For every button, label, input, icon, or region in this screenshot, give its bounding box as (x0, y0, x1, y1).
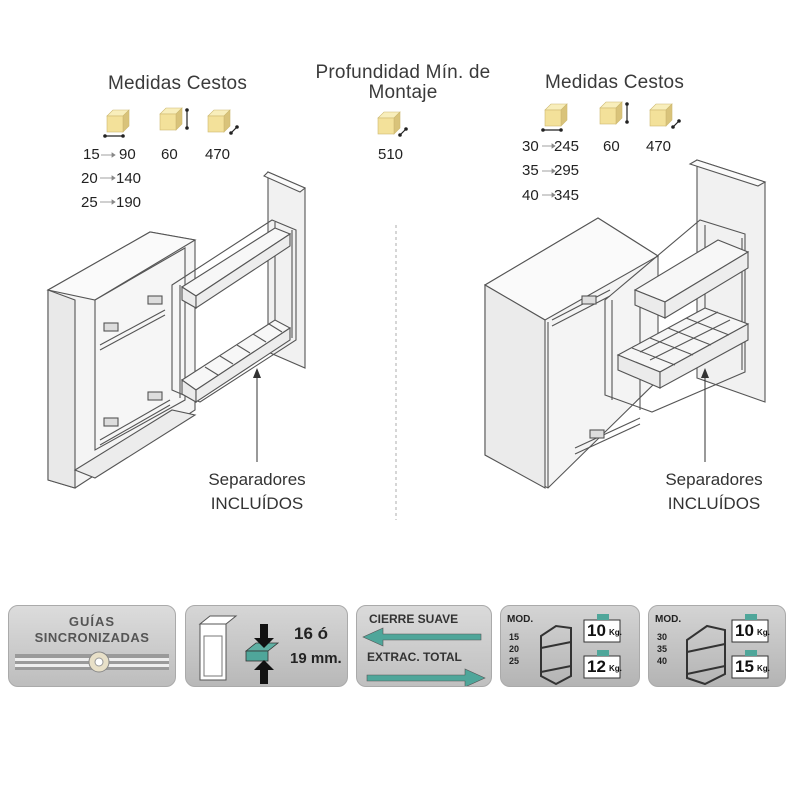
top-load-value: 10 (735, 621, 754, 640)
soft-close-badge: CIERRE SUAVE EXTRAC. TOTAL (356, 605, 492, 687)
full-extension-label: EXTRAC. TOTAL (367, 650, 462, 664)
model-number: 40 (657, 656, 668, 666)
right-depth-value: 470 (646, 138, 672, 155)
right-heading: Medidas Cestos (545, 72, 685, 93)
right-width-value: 30 (522, 138, 539, 155)
left-basket-value: 190 (116, 194, 142, 211)
depth-cube-icon (649, 103, 681, 129)
right-separators-included: INCLUÍDOS (667, 494, 761, 513)
guides-line2: SINCRONIZADAS (34, 630, 150, 645)
right-width-value: 40 (522, 187, 539, 204)
load-unit: Kg. (757, 628, 770, 637)
model-number: 35 (657, 644, 668, 654)
left-width-value: 25 (81, 194, 98, 211)
right-height-value: 60 (603, 138, 620, 155)
center-heading-line2: Montaje (368, 82, 438, 103)
left-heading: Medidas Cestos (108, 73, 248, 94)
load-unit: Kg. (609, 628, 622, 637)
mod-label: MOD. (655, 614, 682, 625)
left-cabinet-drawing (46, 171, 307, 489)
center-depth-value: 510 (378, 146, 404, 163)
load-unit: Kg. (609, 664, 622, 673)
guide-rail-icon (15, 651, 169, 673)
height-cube-icon (159, 107, 189, 131)
top-load-value: 10 (587, 621, 606, 640)
depth-cube-icon (377, 111, 408, 137)
width-cube-icon (541, 103, 568, 132)
model-number: 20 (509, 644, 520, 654)
soft-close-arrows-icon (362, 627, 486, 686)
bottom-load-value: 15 (735, 657, 754, 676)
thickness-value2: 19 mm. (290, 650, 342, 667)
left-width-value: 20 (81, 170, 98, 187)
left-depth-value: 470 (205, 146, 231, 163)
left-basket-value: 90 (119, 146, 136, 163)
center-heading-line1: Profundidad Mín. de (315, 62, 491, 83)
right-width-value: 35 (522, 162, 539, 179)
mod-label: MOD. (507, 614, 534, 625)
soft-close-label: CIERRE SUAVE (369, 612, 459, 626)
bottom-load-value: 12 (587, 657, 606, 676)
guides-line1: GUÍAS (68, 614, 116, 629)
load-unit: Kg. (757, 664, 770, 673)
right-basket-value: 245 (554, 138, 580, 155)
right-separators-label: Separadores (665, 470, 763, 489)
left-separators-included: INCLUÍDOS (210, 494, 304, 513)
right-basket-value: 295 (554, 162, 580, 179)
right-basket-value: 345 (554, 187, 580, 204)
load-capacity-badge-large: MOD. 30 35 40 10 Kg. 15 Kg. (648, 605, 786, 687)
depth-cube-icon (207, 109, 239, 135)
model-number: 30 (657, 632, 668, 642)
model-number: 25 (509, 656, 520, 666)
left-height-value: 60 (161, 146, 178, 163)
load-capacity-badge-small: MOD. 15 20 25 10 Kg. 12 Kg. (500, 605, 640, 687)
left-separators-label: Separadores (208, 470, 306, 489)
right-cabinet-drawing (483, 159, 767, 489)
left-basket-value: 140 (116, 170, 142, 187)
left-width-value: 15 (83, 146, 100, 163)
panel-thickness-icon (198, 615, 280, 684)
synchronized-guides-badge: GUÍAS SINCRONIZADAS (8, 605, 176, 687)
thickness-value1: 16 ó (294, 624, 329, 643)
basket-weight-icon (540, 614, 621, 686)
panel-thickness-badge: 16 ó 19 mm. (185, 605, 348, 687)
basket-weight-icon (686, 614, 769, 686)
height-cube-icon (599, 101, 629, 125)
width-cube-icon (103, 109, 130, 138)
model-number: 15 (509, 632, 520, 642)
